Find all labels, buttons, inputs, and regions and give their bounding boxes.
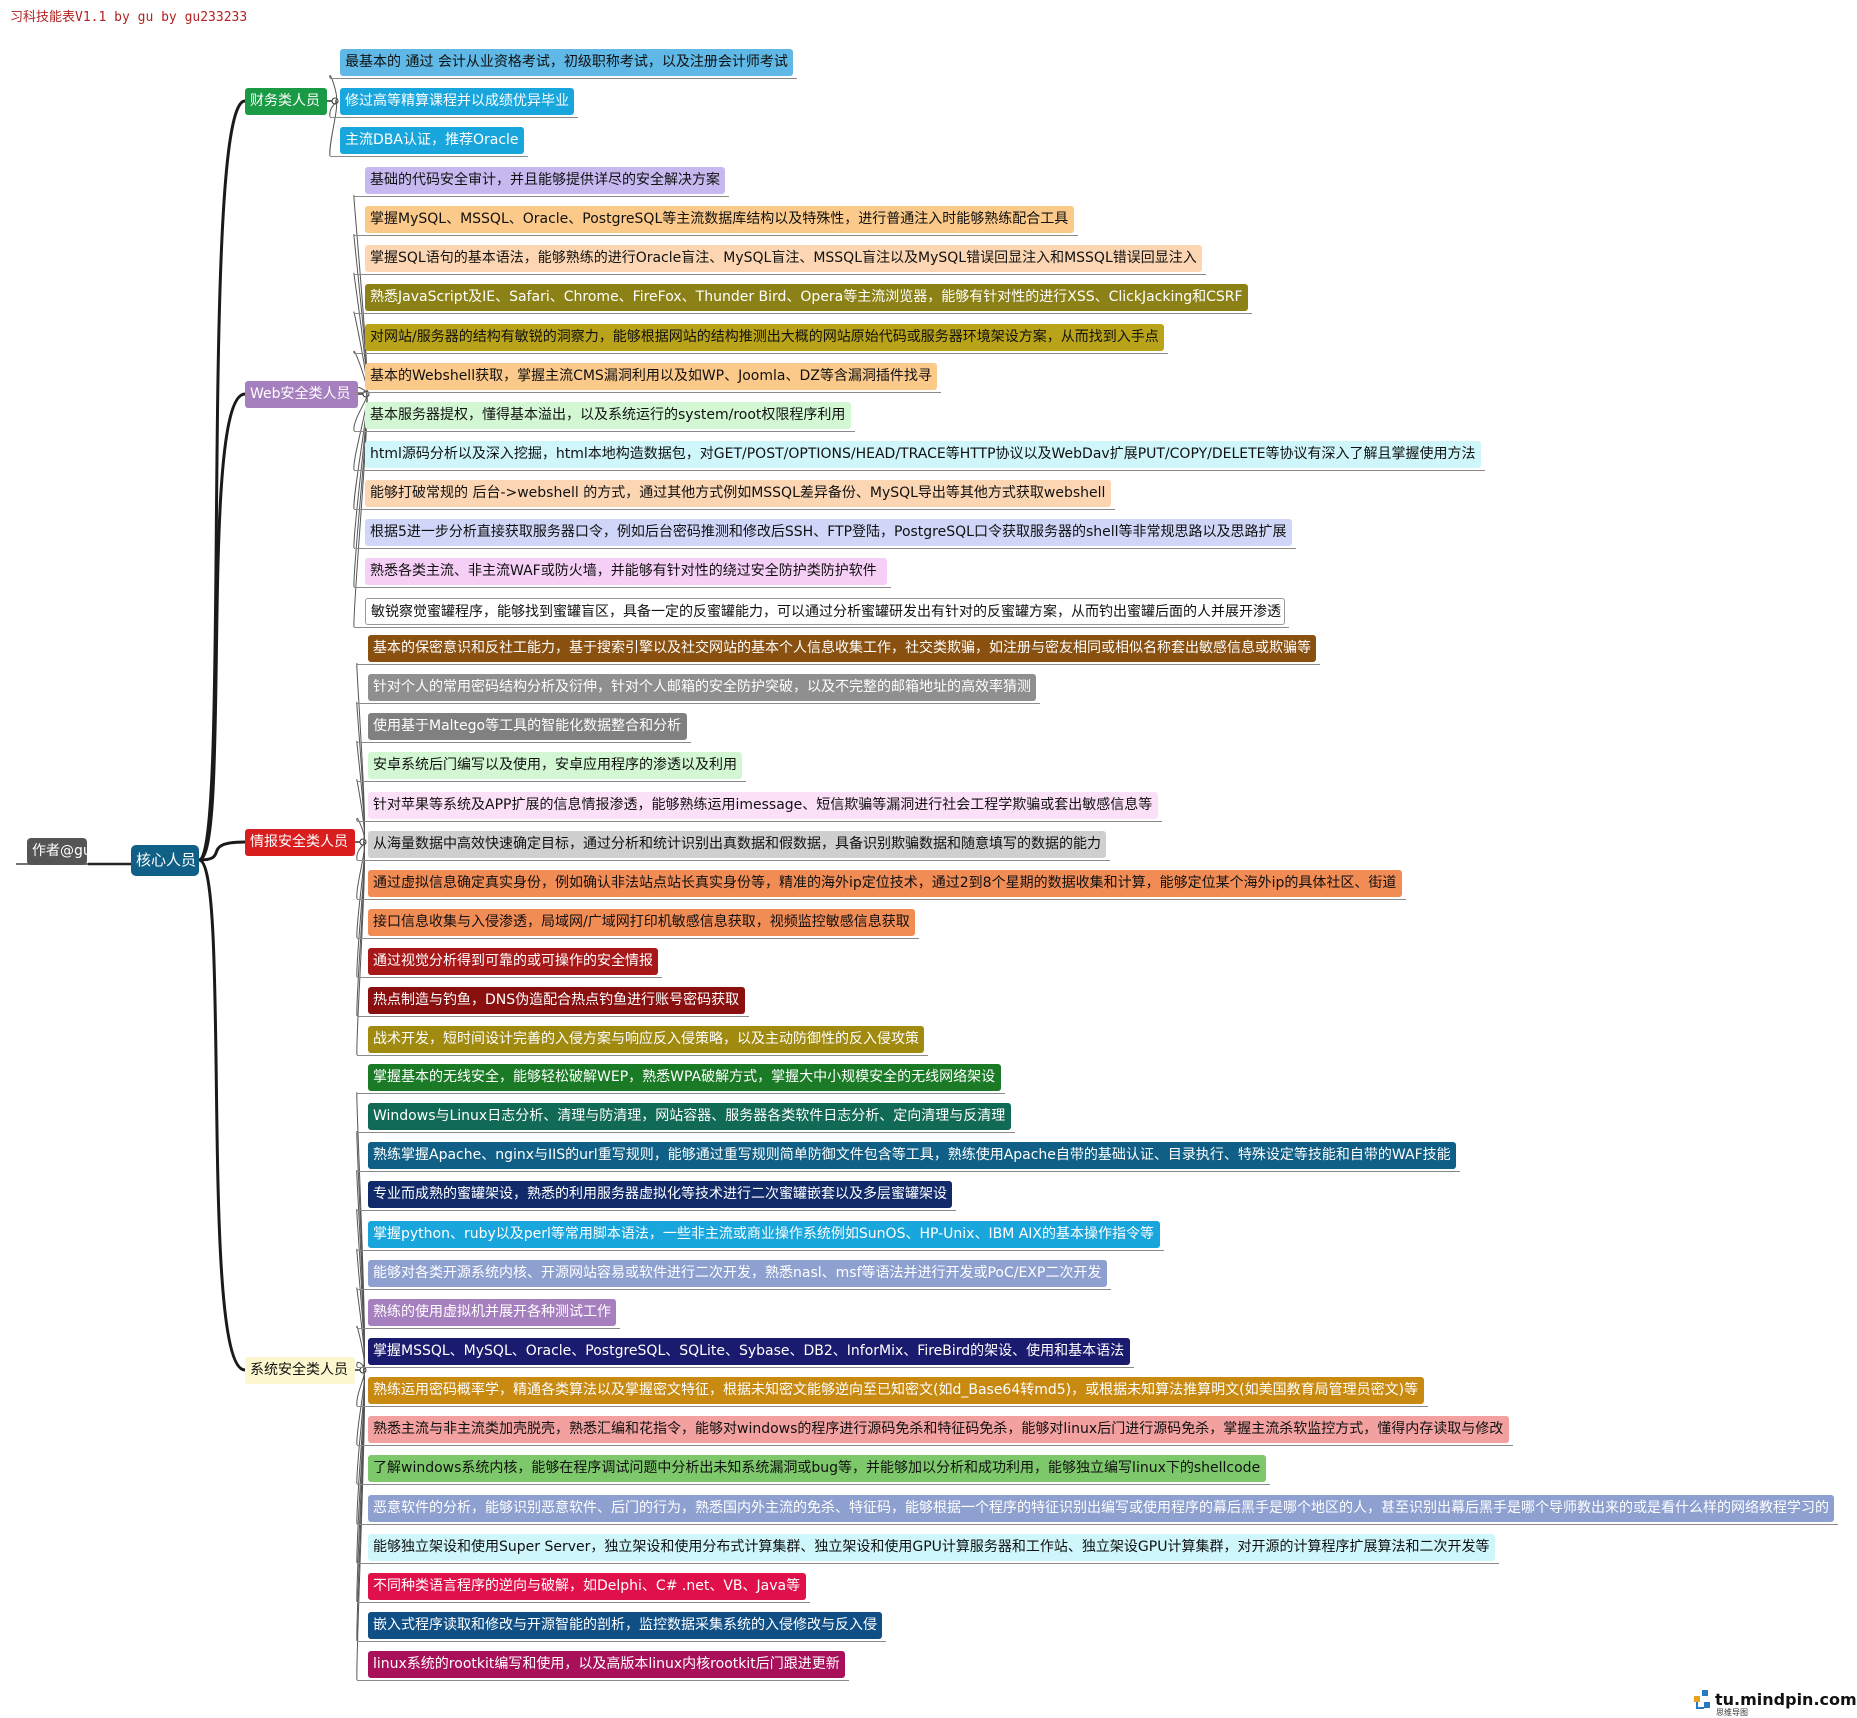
skill-item[interactable]: 掌握MySQL、MSSQL、Oracle、PostgreSQL等主流数据库结构以… xyxy=(365,206,1074,233)
skill-item[interactable]: 掌握python、ruby以及perl等常用脚本语法，一些非主流或商业操作系统例… xyxy=(368,1221,1160,1248)
item-underline xyxy=(354,627,1289,628)
page-title: 习科技能表V1.1 by gu by gu233233 xyxy=(10,10,248,25)
skill-item[interactable]: 掌握基本的无线安全，能够轻松破解WEP，熟悉WPA破解方式，掌握大中小规模安全的… xyxy=(368,1064,1001,1091)
skill-item[interactable]: 掌握MSSQL、MySQL、Oracle、PostgreSQL、SQLite、S… xyxy=(368,1338,1130,1365)
item-underline xyxy=(354,313,1252,314)
skill-item[interactable]: 不同种类语言程序的逆向与破解，如Delphi、C# .net、VB、Java等 xyxy=(368,1573,806,1600)
item-underline xyxy=(357,1641,886,1642)
skill-item[interactable]: 掌握SQL语句的基本语法，能够熟练的进行Oracle盲注、MySQL盲注、MSS… xyxy=(365,245,1202,272)
item-underline xyxy=(354,509,1115,510)
mindpin-logo-icon xyxy=(1692,1688,1714,1716)
item-underline xyxy=(357,860,1110,861)
item-underline xyxy=(330,78,797,79)
item-underline xyxy=(357,1055,928,1056)
item-underline xyxy=(354,431,855,432)
skill-item[interactable]: 熟练运用密码概率学，精通各类算法以及掌握密文特征，根据未知密文能够逆向至已知密文… xyxy=(368,1377,1424,1404)
skill-item[interactable]: html源码分析以及深入挖掘，html本地构造数据包，对GET/POST/OPT… xyxy=(365,441,1481,468)
skill-item[interactable]: 通过虚拟信息确定真实身份，例如确认非法站点站长真实身份等，精准的海外ip定位技术… xyxy=(368,870,1402,897)
author-node[interactable]: 作者@gu xyxy=(27,838,92,865)
item-underline xyxy=(357,1406,1428,1407)
item-underline xyxy=(357,1093,1005,1094)
skill-item[interactable]: 熟悉各类主流、非主流WAF或防火墙，并能够有针对性的绕过安全防护类防护软件 xyxy=(365,558,887,585)
skill-item[interactable]: 熟练的使用虚拟机并展开各种测试工作 xyxy=(368,1299,616,1326)
skill-item[interactable]: Windows与Linux日志分析、清理与防清理，网站容器、服务器各类软件日志分… xyxy=(368,1103,1011,1130)
item-underline xyxy=(357,1171,1460,1172)
item-underline xyxy=(357,742,691,743)
item-underline xyxy=(354,235,1078,236)
skill-item[interactable]: 能够对各类开源系统内核、开源网站容易或软件进行二次开发，熟悉nasl、msf等语… xyxy=(368,1260,1107,1287)
item-underline xyxy=(357,821,1162,822)
item-underline xyxy=(357,781,746,782)
skill-item[interactable]: 能够独立架设和使用Super Server，独立架设和使用分布式计算集群、独立架… xyxy=(368,1534,1495,1561)
skill-item[interactable]: 使用基于Maltego等工具的智能化数据整合和分析 xyxy=(368,713,687,740)
skill-item[interactable]: 基本的保密意识和反社工能力，基于搜索引擎以及社交网站的基本个人信息收集工作，社交… xyxy=(368,635,1316,662)
item-underline xyxy=(357,1680,849,1681)
item-underline xyxy=(357,1484,1270,1485)
item-underline xyxy=(357,1445,1513,1446)
branch-0[interactable]: 财务类人员 xyxy=(245,88,327,115)
item-underline xyxy=(357,703,1040,704)
skill-item[interactable]: 基础的代码安全审计，并且能够提供详尽的安全解决方案 xyxy=(365,167,725,194)
item-underline xyxy=(354,353,1168,354)
item-underline xyxy=(330,156,528,157)
skill-item[interactable]: 熟练掌握Apache、nginx与IIS的url重写规则，能够通过重写规则简单防… xyxy=(368,1142,1456,1169)
item-underline xyxy=(357,1289,1111,1290)
item-underline xyxy=(357,1367,1134,1368)
core-node[interactable]: 核心人员 xyxy=(131,845,199,876)
item-underline xyxy=(357,1132,1015,1133)
item-underline xyxy=(354,470,1485,471)
item-underline xyxy=(354,196,729,197)
item-underline xyxy=(357,1524,1838,1525)
item-underline xyxy=(354,392,941,393)
item-underline xyxy=(354,548,1296,549)
skill-item[interactable]: 接口信息收集与入侵渗透，局域网/广域网打印机敏感信息获取，视频监控敏感信息获取 xyxy=(368,909,915,936)
skill-item[interactable]: 能够打破常规的 后台->webshell 的方式，通过其他方式例如MSSQL差异… xyxy=(365,480,1111,507)
skill-item[interactable]: 通过视觉分析得到可靠的或可操作的安全情报 xyxy=(368,948,658,975)
item-underline xyxy=(354,587,891,588)
skill-item[interactable]: 热点制造与钓鱼，DNS伪造配合热点钓鱼进行账号密码获取 xyxy=(368,987,745,1014)
item-underline xyxy=(357,1210,956,1211)
watermark-url: tu.mindpin.com xyxy=(1715,1690,1857,1709)
item-underline xyxy=(357,977,662,978)
branch-3[interactable]: 系统安全类人员 xyxy=(245,1357,355,1384)
skill-item[interactable]: 针对苹果等系统及APP扩展的信息情报渗透，能够熟练运用imessage、短信欺骗… xyxy=(368,792,1158,819)
branch-1[interactable]: Web安全类人员 xyxy=(245,381,358,408)
skill-item[interactable]: 基本服务器提权，懂得基本溢出，以及系统运行的system/root权限程序利用 xyxy=(365,402,851,429)
skill-item[interactable]: 主流DBA认证，推荐Oracle xyxy=(340,127,524,154)
skill-item[interactable]: 恶意软件的分析，能够识别恶意软件、后门的行为，熟悉国内外主流的免杀、特征码，能够… xyxy=(368,1495,1834,1522)
item-underline xyxy=(330,117,578,118)
skill-item[interactable]: 对网站/服务器的结构有敏锐的洞察力，能够根据网站的结构推测出大概的网站原始代码或… xyxy=(365,324,1164,351)
skill-item[interactable]: 专业而成熟的蜜罐架设，熟悉的利用服务器虚拟化等技术进行二次蜜罐嵌套以及多层蜜罐架… xyxy=(368,1181,952,1208)
skill-item[interactable]: 熟悉JavaScript及IE、Safari、Chrome、FireFox、Th… xyxy=(365,284,1248,311)
item-underline xyxy=(357,1563,1499,1564)
skill-item[interactable]: 战术开发，短时间设计完善的入侵方案与响应反入侵策略，以及主动防御性的反入侵攻策 xyxy=(368,1026,924,1053)
skill-item[interactable]: 修过高等精算课程并以成绩优异毕业 xyxy=(340,88,574,115)
skill-item[interactable]: 基本的Webshell获取，掌握主流CMS漏洞利用以及如WP、Joomla、DZ… xyxy=(365,363,937,390)
item-underline xyxy=(357,664,1320,665)
skill-item[interactable]: 安卓系统后门编写以及使用，安卓应用程序的渗透以及利用 xyxy=(368,752,742,779)
branch-2[interactable]: 情报安全类人员 xyxy=(245,829,355,856)
skill-item[interactable]: 根据5进一步分析直接获取服务器口令，例如后台密码推测和修改后SSH、FTP登陆，… xyxy=(365,519,1292,546)
item-underline xyxy=(357,899,1406,900)
item-underline xyxy=(357,1328,620,1329)
item-underline xyxy=(357,1016,749,1017)
skill-item[interactable]: 最基本的 通过 会计从业资格考试，初级职称考试，以及注册会计师考试 xyxy=(340,49,793,76)
item-underline xyxy=(357,1602,810,1603)
skill-item[interactable]: linux系统的rootkit编写和使用，以及高版本linux内核rootkit… xyxy=(368,1651,845,1678)
skill-item[interactable]: 嵌入式程序读取和修改与开源智能的剖析，监控数据采集系统的入侵修改与反入侵 xyxy=(368,1612,882,1639)
item-underline xyxy=(357,938,919,939)
skill-item[interactable]: 熟悉主流与非主流类加壳脱壳，熟悉汇编和花指令，能够对windows的程序进行源码… xyxy=(368,1416,1509,1443)
skill-item[interactable]: 敏锐察觉蜜罐程序，能够找到蜜罐盲区，具备一定的反蜜罐能力，可以通过分析蜜罐研发出… xyxy=(365,598,1285,625)
skill-item[interactable]: 针对个人的常用密码结构分析及衍伸，针对个人邮箱的安全防护突破，以及不完整的邮箱地… xyxy=(368,674,1036,701)
watermark-subtitle: 思维导图 xyxy=(1716,1708,1748,1717)
item-underline xyxy=(357,1250,1164,1251)
skill-item[interactable]: 了解windows系统内核，能够在程序调试问题中分析出未知系统漏洞或bug等，并… xyxy=(368,1455,1266,1482)
item-underline xyxy=(354,274,1206,275)
skill-item[interactable]: 从海量数据中高效快速确定目标，通过分析和统计识别出真数据和假数据，具备识别欺骗数… xyxy=(368,831,1106,858)
